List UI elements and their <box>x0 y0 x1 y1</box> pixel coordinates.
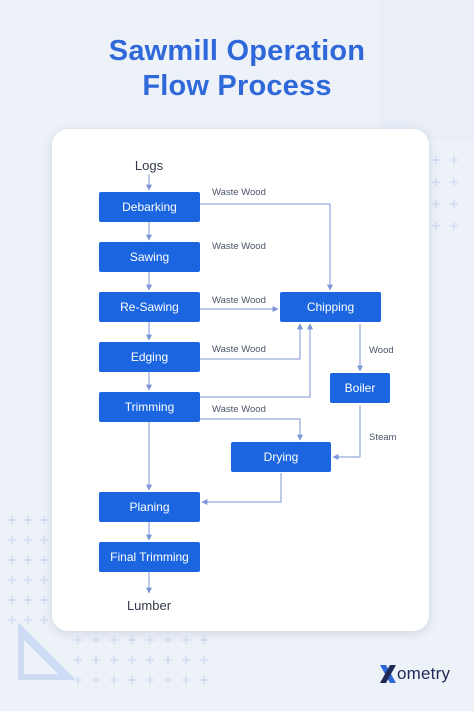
plus-mark <box>182 676 190 684</box>
plus-mark <box>8 576 16 584</box>
node-chipping: Chipping <box>280 292 381 322</box>
node-boiler-label: Boiler <box>345 381 376 395</box>
node-drying-label: Drying <box>264 450 299 464</box>
plus-mark <box>8 596 16 604</box>
plus-mark <box>164 656 172 664</box>
node-debarking-label: Debarking <box>122 200 177 214</box>
plus-mark <box>40 576 48 584</box>
plus-mark <box>40 596 48 604</box>
edge-label-waste-wood-1: Waste Wood <box>212 187 266 198</box>
title-line-1: Sawmill Operation <box>108 35 366 67</box>
plus-mark <box>74 636 82 644</box>
plus-mark <box>450 222 458 230</box>
plus-mark <box>24 596 32 604</box>
node-planing-label: Planing <box>129 500 169 514</box>
plus-mark <box>8 536 16 544</box>
node-sawing: Sawing <box>99 242 200 272</box>
plus-mark <box>182 656 190 664</box>
plus-mark <box>24 536 32 544</box>
edge-debarking-chipping <box>200 203 333 291</box>
plus-mark <box>128 636 136 644</box>
node-edging: Edging <box>99 342 200 372</box>
plus-mark <box>146 676 154 684</box>
plus-mark <box>40 556 48 564</box>
plus-mark <box>450 178 458 186</box>
plus-mark <box>92 676 100 684</box>
edge-trimming-drying <box>200 418 303 441</box>
node-drying: Drying <box>231 442 331 472</box>
node-final-trimming-label: Final Trimming <box>110 550 189 564</box>
node-sawing-label: Sawing <box>130 250 169 264</box>
plus-mark <box>432 156 440 164</box>
plus-mark <box>40 516 48 524</box>
plus-mark <box>8 556 16 564</box>
plus-mark <box>40 616 48 624</box>
node-edging-label: Edging <box>131 350 168 364</box>
plus-mark <box>92 636 100 644</box>
set-square-decoration <box>18 622 76 680</box>
plus-mark <box>182 636 190 644</box>
edge-drying-planing <box>201 473 282 505</box>
plus-mark <box>432 222 440 230</box>
edge-label-waste-wood-5: Waste Wood <box>212 404 266 415</box>
plus-mark <box>146 656 154 664</box>
plus-mark <box>110 636 118 644</box>
plus-mark <box>40 536 48 544</box>
plus-mark <box>432 178 440 186</box>
node-resawing: Re-Sawing <box>99 292 200 322</box>
plus-mark <box>24 576 32 584</box>
end-label-lumber: Lumber <box>127 598 172 613</box>
edge-label-waste-wood-2: Waste Wood <box>212 241 266 252</box>
edge-label-waste-wood-3: Waste Wood <box>212 295 266 306</box>
node-chipping-label: Chipping <box>307 300 354 314</box>
plus-mark <box>128 676 136 684</box>
node-trimming: Trimming <box>99 392 200 422</box>
title-line-2: Flow Process <box>142 70 332 102</box>
edge-boiler-drying <box>332 405 361 460</box>
plus-mark <box>432 200 440 208</box>
plus-mark <box>200 676 208 684</box>
plus-mark <box>24 616 32 624</box>
edge-edging-chipping <box>200 323 303 360</box>
logo-text: ometry <box>397 664 451 683</box>
plus-mark <box>164 676 172 684</box>
edge-label-steam: Steam <box>369 432 397 443</box>
plus-mark <box>74 656 82 664</box>
edge-label-waste-wood-4: Waste Wood <box>212 344 266 355</box>
plus-mark <box>200 656 208 664</box>
plus-mark <box>110 676 118 684</box>
plus-mark <box>164 636 172 644</box>
plus-mark <box>24 556 32 564</box>
plus-mark <box>146 636 154 644</box>
node-trimming-label: Trimming <box>125 400 175 414</box>
plus-mark <box>24 516 32 524</box>
plus-mark <box>450 200 458 208</box>
plus-mark <box>110 656 118 664</box>
plus-mark <box>8 516 16 524</box>
node-boiler: Boiler <box>330 373 390 403</box>
node-planing: Planing <box>99 492 200 522</box>
node-final-trimming: Final Trimming <box>99 542 200 572</box>
node-debarking: Debarking <box>99 192 200 222</box>
edge-trimming-chipping <box>200 323 313 398</box>
start-label-logs: Logs <box>135 158 164 173</box>
page-title: Sawmill Operation Flow Process <box>0 34 474 104</box>
xometry-logo: ometry <box>378 662 458 686</box>
node-resawing-label: Re-Sawing <box>120 300 179 314</box>
logo-x-icon <box>380 665 396 683</box>
plus-mark <box>92 656 100 664</box>
plus-mark <box>8 616 16 624</box>
edge-label-wood: Wood <box>369 345 394 356</box>
plus-mark <box>200 636 208 644</box>
plus-mark <box>450 156 458 164</box>
plus-mark <box>128 656 136 664</box>
